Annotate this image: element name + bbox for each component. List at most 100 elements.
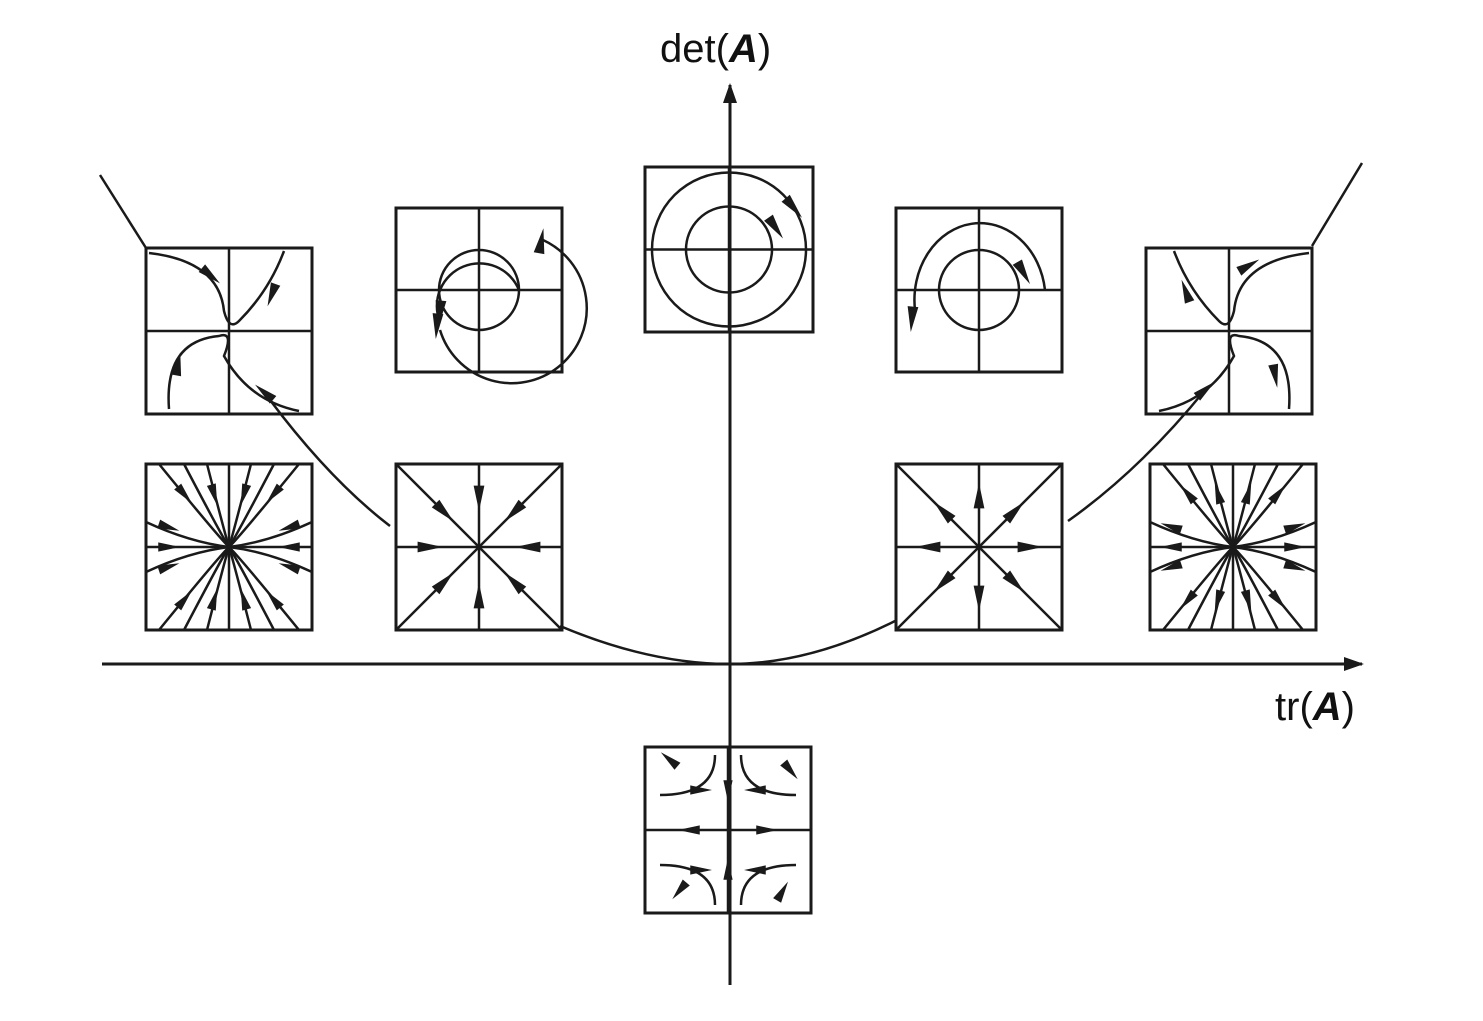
- trajectory: [1158, 333, 1291, 413]
- trajectory: [1149, 520, 1234, 549]
- center-portrait: [643, 165, 815, 334]
- flow-arrow: [1160, 542, 1182, 552]
- trajectory: [145, 545, 230, 574]
- saddle-portrait: [643, 745, 813, 915]
- trajectory: [438, 238, 589, 385]
- flow-arrow: [157, 563, 180, 575]
- flow-arrow: [240, 588, 252, 611]
- trajectory: [227, 546, 276, 631]
- spiral-sink-portrait: [144, 246, 314, 416]
- flow-arrow: [1236, 259, 1260, 276]
- trajectory: [1186, 546, 1235, 631]
- flow-arrow: [915, 541, 941, 553]
- trajectory: [228, 520, 313, 549]
- center-ccw-portrait: [894, 206, 1064, 374]
- flow-arrow: [660, 752, 681, 770]
- flow-arrow: [267, 282, 281, 307]
- flow-arrow: [723, 780, 733, 802]
- flow-arrow: [723, 858, 733, 880]
- flow-arrow: [907, 306, 919, 332]
- flow-arrow: [473, 583, 485, 609]
- improper-node-sink-portrait: [144, 462, 314, 632]
- flow-arrow: [1283, 523, 1306, 535]
- trajectory: [1232, 520, 1317, 549]
- phase-portraits: [144, 165, 1318, 915]
- trajectory: [913, 221, 1047, 311]
- flow-arrow: [1002, 501, 1025, 524]
- flow-arrow: [1240, 589, 1252, 612]
- flow-arrow: [690, 785, 712, 795]
- flow-arrow: [157, 519, 180, 531]
- flow-arrow: [1017, 541, 1043, 553]
- flow-arrow: [431, 572, 454, 595]
- flow-arrow: [973, 585, 985, 611]
- flow-arrow: [1160, 559, 1183, 571]
- flow-arrow: [1180, 589, 1198, 610]
- flow-arrow: [1181, 279, 1195, 304]
- trajectory: [1232, 545, 1317, 574]
- orbit: [650, 171, 808, 328]
- flow-arrow: [933, 570, 956, 593]
- trajectory: [659, 863, 717, 906]
- trajectory: [205, 463, 231, 548]
- improper-node-source-portrait: [1148, 462, 1318, 632]
- orbit: [684, 205, 774, 294]
- flow-arrow: [504, 572, 527, 595]
- det-axis-label: det(A): [660, 27, 771, 71]
- flow-arrow: [764, 214, 784, 239]
- flow-arrow: [171, 352, 182, 377]
- flow-arrow: [432, 313, 444, 339]
- flow-arrow: [278, 542, 300, 552]
- flow-arrow: [1283, 559, 1306, 571]
- flow-arrow: [504, 499, 527, 522]
- flow-arrow: [756, 825, 778, 835]
- trajectory: [1231, 463, 1280, 548]
- trajectory: [182, 546, 231, 631]
- flow-arrow: [933, 501, 956, 524]
- trajectory: [659, 754, 717, 797]
- trajectory: [1232, 546, 1304, 631]
- trajectory: [182, 463, 231, 548]
- trajectory: [148, 250, 286, 326]
- flow-arrow: [206, 588, 218, 611]
- flow-arrow: [174, 590, 192, 611]
- flow-arrow: [781, 194, 802, 218]
- trajectory: [1172, 250, 1310, 326]
- trajectory: [145, 520, 230, 549]
- trajectory: [228, 545, 313, 574]
- star-node-sink-portrait: [394, 462, 564, 632]
- flow-arrow: [1284, 542, 1306, 552]
- flow-arrow: [1268, 589, 1286, 610]
- flow-arrow: [744, 785, 766, 795]
- trajectory: [1186, 463, 1235, 548]
- trajectory: [739, 754, 797, 797]
- trajectory: [228, 546, 300, 631]
- trajectory: [1231, 546, 1280, 631]
- spiral-source-portrait: [1144, 246, 1314, 416]
- flow-arrow: [678, 825, 700, 835]
- flow-arrow: [206, 483, 218, 506]
- flow-arrow: [1268, 484, 1286, 505]
- trajectory: [1209, 463, 1235, 548]
- flow-arrow: [255, 384, 277, 404]
- flow-arrow: [773, 881, 788, 903]
- flow-arrow: [515, 541, 541, 553]
- trajectory: [895, 463, 1063, 631]
- trajectory: [1209, 546, 1235, 631]
- flow-arrow: [174, 483, 192, 504]
- flow-arrow: [473, 485, 485, 511]
- star-node-source-portrait: [894, 462, 1064, 632]
- flow-arrow: [266, 483, 284, 504]
- flow-arrow: [672, 879, 690, 900]
- flow-arrow: [266, 590, 284, 611]
- trajectory: [1232, 463, 1304, 548]
- flow-arrow: [1012, 259, 1030, 285]
- flow-arrow: [780, 759, 798, 780]
- flow-arrow: [1193, 381, 1215, 401]
- flow-arrow: [1160, 523, 1183, 535]
- tr-axis-label: tr(A): [1275, 685, 1355, 729]
- flow-arrow: [1214, 589, 1226, 612]
- trajectory: [227, 463, 276, 548]
